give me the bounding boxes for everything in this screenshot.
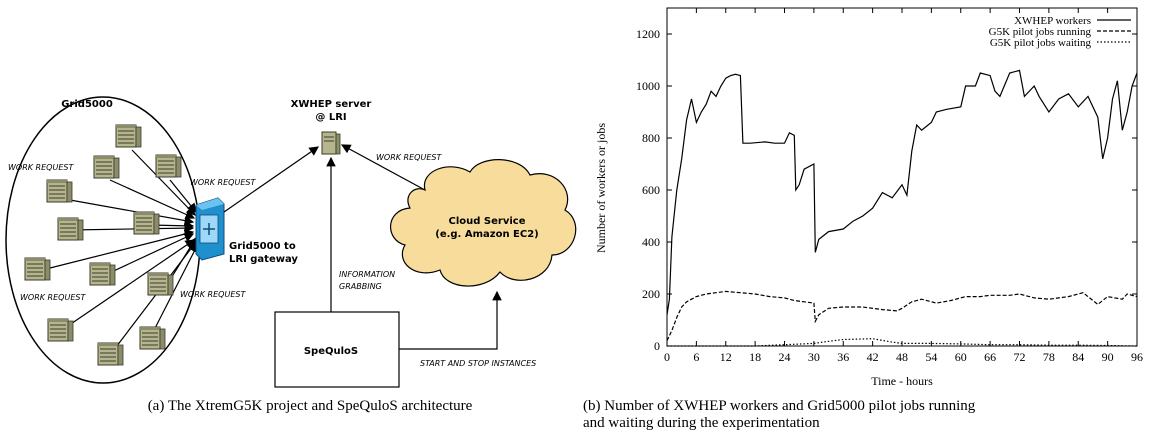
gateway-icon — [195, 197, 225, 261]
x-axis-label: Time - hours — [871, 374, 933, 388]
series-line-1 — [666, 69, 1138, 315]
x-tick-label: 0 — [664, 350, 670, 364]
cloud-service-shape — [390, 159, 577, 287]
x-tick-label: 6 — [693, 350, 699, 364]
x-tick-label: 42 — [867, 350, 879, 364]
x-tick-label: 30 — [808, 350, 820, 364]
caption-b: (b) Number of XWHEP workers and Grid5000… — [583, 398, 1163, 432]
legend-label-2: G5K pilot jobs running — [989, 26, 1092, 38]
x-tick-label: 60 — [955, 350, 967, 364]
x-tick-label: 24 — [779, 350, 791, 364]
work-request-label-bottom-left: WORK REQUEST — [20, 293, 86, 302]
x-tick-label: 84 — [1072, 350, 1084, 364]
y-tick-label: 800 — [642, 131, 660, 145]
cloud-label-line2: (e.g. Amazon EC2) — [435, 229, 539, 240]
information-label-line2: GRABBING — [339, 282, 382, 291]
cloud-label-line1: Cloud Service — [449, 216, 526, 227]
series-line-2 — [666, 290, 1138, 342]
gateway-label-line1: Grid5000 to — [229, 241, 296, 252]
information-label-line1: INFORMATION — [339, 270, 395, 279]
spequlos-label: SpeQuloS — [304, 346, 358, 357]
work-request-label-left: WORK REQUEST — [8, 163, 74, 172]
y-axis-label: Number of workers or jobs — [594, 123, 608, 253]
grid5000-ellipse — [5, 96, 201, 384]
y-tick-label: 400 — [642, 235, 660, 249]
start-stop-label: START AND STOP INSTANCES — [420, 359, 536, 368]
x-tick-label: 66 — [984, 350, 996, 364]
y-tick-label: 200 — [642, 287, 660, 301]
work-request-label-cloud: WORK REQUEST — [376, 153, 442, 162]
work-request-label-gateway: WORK REQUEST — [190, 178, 256, 187]
x-tick-label: 78 — [1043, 350, 1055, 364]
x-tick-label: 54 — [925, 350, 937, 364]
work-request-label-bottom-right: WORK REQUEST — [180, 290, 246, 299]
legend-label-1: XWHEP workers — [1014, 15, 1091, 27]
chart-ticks: 0 6 12 18 24 30 36 42 48 54 60 66 72 78 84 90 96 0 200 400 6… — [636, 8, 1143, 364]
chart-series — [666, 69, 1138, 347]
worker-arrows — [49, 149, 199, 356]
y-tick-label: 600 — [642, 183, 660, 197]
y-tick-label: 1000 — [636, 79, 660, 93]
workers-chart: 0 6 12 18 24 30 36 42 48 54 60 66 72 78 84 90 96 0 200 400 6… — [594, 7, 1143, 388]
x-tick-label: 18 — [749, 350, 761, 364]
gateway-label-line2: LRI gateway — [229, 254, 298, 265]
worker-node-icons — [24, 124, 182, 366]
server-label-line2: @ LRI — [315, 112, 346, 123]
x-tick-label: 36 — [837, 350, 849, 364]
spequlos-box — [274, 311, 400, 388]
x-tick-label: 72 — [1014, 350, 1026, 364]
server-label-line1: XWHEP server — [291, 99, 372, 110]
xwhep-server-icon — [321, 131, 341, 155]
architecture-diagram: Grid5000 WORK REQUEST WORK REQUEST WORK … — [5, 96, 577, 388]
grid5000-label: Grid5000 — [61, 99, 113, 110]
chart-frame — [666, 7, 1138, 347]
spequlos-to-cloud-arrow — [399, 290, 502, 350]
x-tick-label: 96 — [1131, 350, 1143, 364]
y-tick-label: 0 — [654, 339, 660, 353]
series-line-3 — [667, 338, 1138, 347]
x-tick-label: 48 — [896, 350, 908, 364]
legend-label-3: G5K pilot jobs waiting — [990, 37, 1092, 49]
gateway-to-server-arrow — [223, 146, 319, 213]
plot-area-border — [666, 7, 1138, 347]
x-tick-label: 12 — [720, 350, 732, 364]
x-tick-label: 90 — [1102, 350, 1114, 364]
y-tick-label: 1200 — [636, 27, 660, 41]
caption-a: (a) The XtremG5K project and SpeQuloS ar… — [147, 398, 473, 414]
cloud-to-server-arrow — [340, 144, 426, 191]
caption-b-line1: (b) Number of XWHEP workers and Grid5000… — [583, 398, 976, 414]
caption-b-line2: and waiting during the experimentation — [583, 415, 820, 431]
